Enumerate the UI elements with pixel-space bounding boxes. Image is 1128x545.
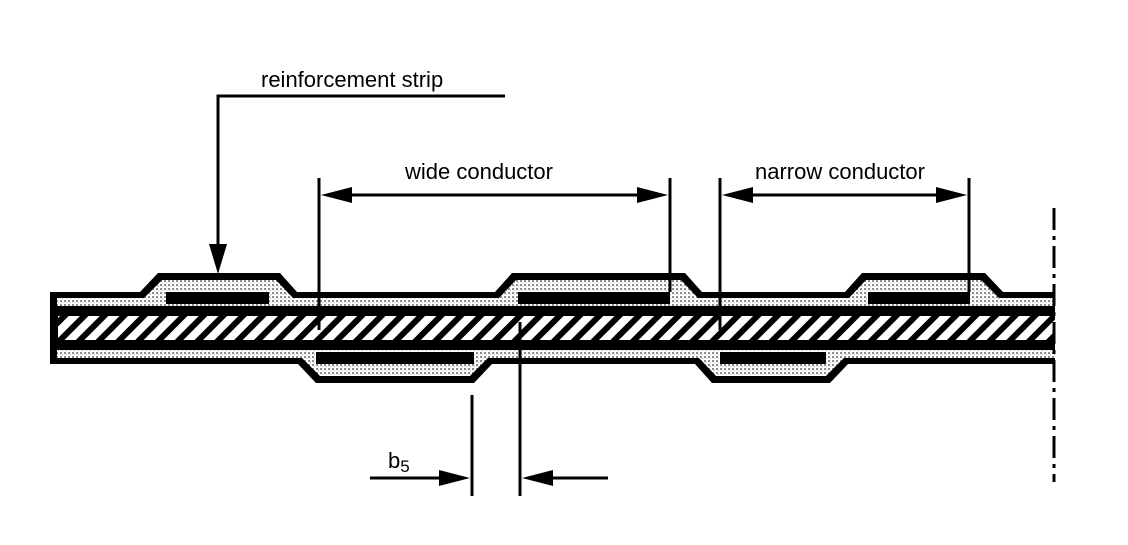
bottom-cover-film <box>50 344 1055 383</box>
b5-arrow-right <box>522 470 553 486</box>
wide-conductor-top <box>518 292 670 304</box>
reinforcement-strip-arrowhead <box>209 244 227 274</box>
wide-conductor-arrow-left <box>321 187 352 203</box>
reinforcement-strip-label: reinforcement strip <box>261 67 444 92</box>
reinforcement-strip-leader <box>216 94 505 258</box>
narrow-conductor-arrow-right <box>936 187 967 203</box>
reinforcement-strip-conductor <box>166 292 269 304</box>
b5-arrow-left <box>439 470 470 486</box>
base-substrate <box>58 316 1055 340</box>
wide-conductor-label: wide conductor <box>405 159 553 184</box>
narrow-conductor-arrow-left <box>722 187 753 203</box>
b5-subscript: 5 <box>400 457 410 476</box>
b5-symbol: b <box>388 448 401 473</box>
narrow-conductor-bottom <box>720 352 826 364</box>
wide-conductor-arrow-right <box>637 187 668 203</box>
narrow-conductor-label: narrow conductor <box>755 159 925 184</box>
narrow-conductor-top <box>868 292 970 304</box>
b5-label: b5 <box>388 448 410 476</box>
wide-conductor-bottom <box>316 352 474 364</box>
